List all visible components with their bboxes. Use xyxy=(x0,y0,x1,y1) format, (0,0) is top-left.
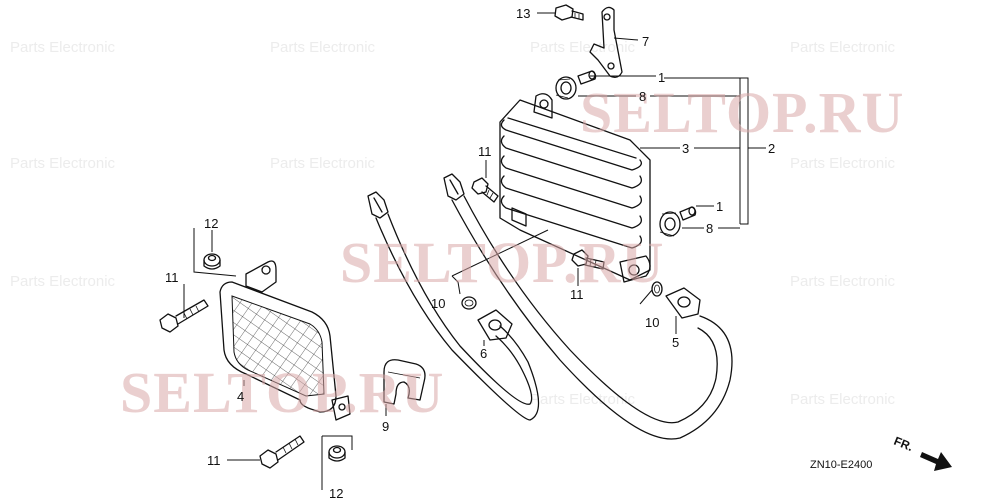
callout-10-right: 10 xyxy=(645,315,659,330)
faint-watermark: Parts Electronic xyxy=(270,155,376,172)
callout-11-cooler-top: 11 xyxy=(478,144,492,159)
faint-watermark: Parts Electronic xyxy=(790,39,896,56)
collar-1-upper xyxy=(577,70,597,85)
faint-watermark: Parts Electronic xyxy=(790,273,896,290)
bolt-11-bottom xyxy=(259,435,305,469)
watermark: SELTOP.RU xyxy=(580,80,904,145)
watermark: SELTOP.RU xyxy=(120,360,444,425)
hose-clamp-9 xyxy=(383,359,426,405)
faint-watermark-layer: Parts Electronic Parts Electronic Parts … xyxy=(10,39,896,408)
faint-watermark: Parts Electronic xyxy=(530,39,636,56)
leader-lines xyxy=(183,12,766,490)
faint-watermark: Parts Electronic xyxy=(10,155,116,172)
callout-11-left: 11 xyxy=(165,270,179,285)
watermark: SELTOP.RU xyxy=(340,230,664,295)
faint-watermark: Parts Electronic xyxy=(270,39,376,56)
callout-12-lower: 12 xyxy=(329,486,343,499)
bracket-7 xyxy=(589,6,623,78)
bolt-11-left xyxy=(159,299,209,333)
callout-11-cooler-bottom: 11 xyxy=(570,287,584,302)
callout-5: 5 xyxy=(672,335,679,350)
callout-9: 9 xyxy=(382,419,389,434)
o-ring-10-right xyxy=(651,281,663,297)
faint-watermark: Parts Electronic xyxy=(790,155,896,172)
callout-8-upper: 8 xyxy=(639,89,646,104)
faint-watermark: Parts Electronic xyxy=(530,391,636,408)
faint-watermark: Parts Electronic xyxy=(10,273,116,290)
oil-cooler-3 xyxy=(499,93,651,283)
o-ring-10-left xyxy=(461,296,477,310)
drawing-code: ZN10-E2400 xyxy=(810,459,872,471)
callout-6: 6 xyxy=(480,346,487,361)
callout-8-lower: 8 xyxy=(706,221,713,236)
collar-1-lower xyxy=(679,206,697,221)
hose-6 xyxy=(367,191,540,421)
callout-11-bottom: 11 xyxy=(207,453,221,468)
callout-12-upper: 12 xyxy=(204,216,218,231)
hose-5 xyxy=(443,173,733,440)
fr-label: FR. xyxy=(892,434,915,454)
faint-watermark: Parts Electronic xyxy=(790,391,896,408)
grommet-8-upper xyxy=(555,76,577,100)
grommet-8-lower xyxy=(659,211,681,237)
callout-10-left: 10 xyxy=(431,296,445,311)
callout-2: 2 xyxy=(768,141,775,156)
callout-3: 3 xyxy=(682,141,689,156)
callout-4: 4 xyxy=(237,389,244,404)
washer-12-upper xyxy=(203,253,221,270)
bolt-11-cooler-top xyxy=(471,177,499,203)
faint-watermark: Parts Electronic xyxy=(10,39,116,56)
callout-1-lower: 1 xyxy=(716,199,723,214)
bolt-11-cooler-bottom xyxy=(571,249,605,270)
part-labels: 13 7 1 8 3 2 11 1 8 12 11 11 10 10 6 5 4… xyxy=(165,6,775,499)
direction-arrow-icon xyxy=(920,452,952,471)
bolt-13 xyxy=(554,4,584,21)
cooler-guard-4 xyxy=(219,260,351,421)
callout-7: 7 xyxy=(642,34,649,49)
watermark-layer: SELTOP.RU SELTOP.RU SELTOP.RU xyxy=(120,80,904,425)
callout-13: 13 xyxy=(516,6,530,21)
washer-12-lower xyxy=(328,445,346,462)
callout-1-upper: 1 xyxy=(658,70,665,85)
front-direction-marker: FR. xyxy=(892,434,952,471)
